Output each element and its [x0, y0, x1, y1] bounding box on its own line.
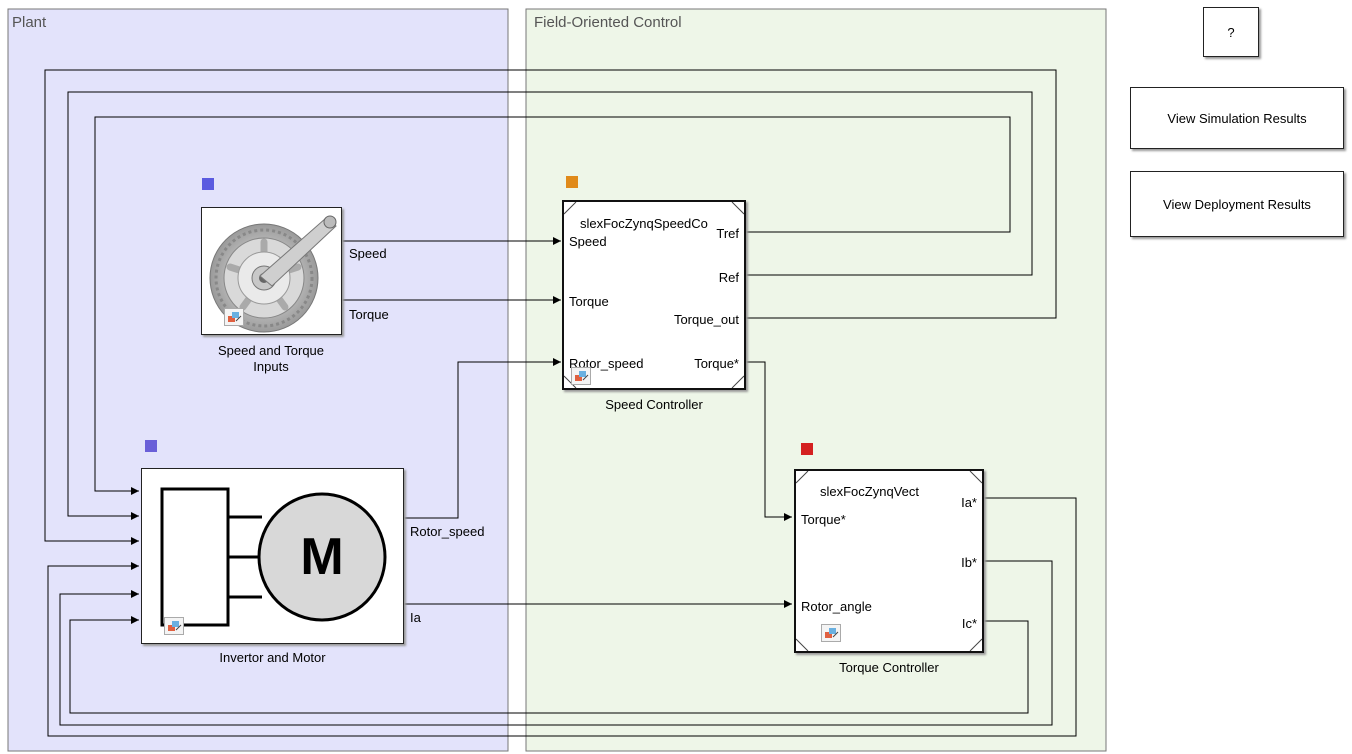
in-port-rotor-angle: Rotor_angle [801, 599, 872, 614]
model-link-badge-icon [571, 367, 591, 385]
crankset-gear-icon [209, 215, 337, 333]
foc-area-title: Field-Oriented Control [534, 14, 682, 31]
model-link-badge-icon [821, 624, 841, 642]
block-marker-icon [801, 443, 813, 455]
port-label-torque: Torque [349, 307, 389, 322]
plant-area-title: Plant [12, 14, 47, 31]
signal-ia-star[interactable] [47, 497, 1077, 737]
out-port-ib-star: Ib* [961, 555, 977, 570]
model-reference-corners [796, 471, 982, 651]
help-button[interactable]: ? [1203, 7, 1259, 57]
out-port-ic-star: Ic* [961, 616, 977, 631]
signal-tref[interactable] [94, 116, 1011, 495]
speed-torque-inputs-block[interactable] [201, 207, 342, 335]
signal-torque-star[interactable] [743, 361, 792, 521]
in-port-speed: Speed [569, 234, 607, 249]
torque-controller-block[interactable]: slexFocZynqVect Torque* Rotor_angle Ia* … [794, 469, 984, 653]
block-name-line-1: Speed and Torque [217, 343, 325, 358]
inverter-motor-block[interactable]: M [141, 468, 404, 644]
signal-rotor-speed[interactable] [403, 358, 561, 519]
view-simulation-results-button[interactable]: View Simulation Results [1130, 87, 1344, 149]
block-marker-icon [145, 440, 157, 452]
out-port-torque-out: Torque_out [673, 312, 739, 327]
block-name-speed-controller: Speed Controller [605, 397, 703, 412]
in-port-torque: Torque [569, 294, 609, 309]
motor-letter: M [300, 528, 344, 586]
port-label-rotor-speed: Rotor_speed [410, 524, 485, 539]
signal-ref[interactable] [67, 91, 1033, 520]
block-name-line-2: Inputs [253, 359, 289, 374]
block-name-torque-controller: Torque Controller [839, 660, 939, 675]
block-marker-icon [202, 178, 214, 190]
out-port-tref: Tref [716, 226, 739, 241]
model-link-badge-icon [224, 308, 244, 326]
model-ref-name: slexFocZynqVect [820, 484, 919, 499]
port-label-ia: Ia [410, 610, 421, 625]
port-label-speed: Speed [349, 246, 387, 261]
out-port-torque-star: Torque* [694, 356, 739, 371]
speed-controller-block[interactable]: slexFocZynqSpeedCo Speed Torque Rotor_sp… [562, 200, 746, 390]
block-marker-icon [566, 176, 578, 188]
out-port-ref: Ref [718, 270, 739, 285]
block-name-inverter-motor: Invertor and Motor [219, 650, 326, 665]
out-port-ia-star: Ia* [961, 495, 977, 510]
motor-icon [160, 487, 387, 627]
signal-ib-star[interactable] [59, 560, 1053, 726]
model-link-badge-icon [164, 617, 184, 635]
in-port-torque-star: Torque* [801, 512, 846, 527]
signal-torque-out[interactable] [44, 69, 1057, 545]
model-ref-name: slexFocZynqSpeedCo [580, 216, 708, 231]
model-reference-corners [564, 202, 744, 388]
view-deployment-results-button[interactable]: View Deployment Results [1130, 171, 1344, 237]
signal-ic-star[interactable] [69, 616, 1029, 714]
